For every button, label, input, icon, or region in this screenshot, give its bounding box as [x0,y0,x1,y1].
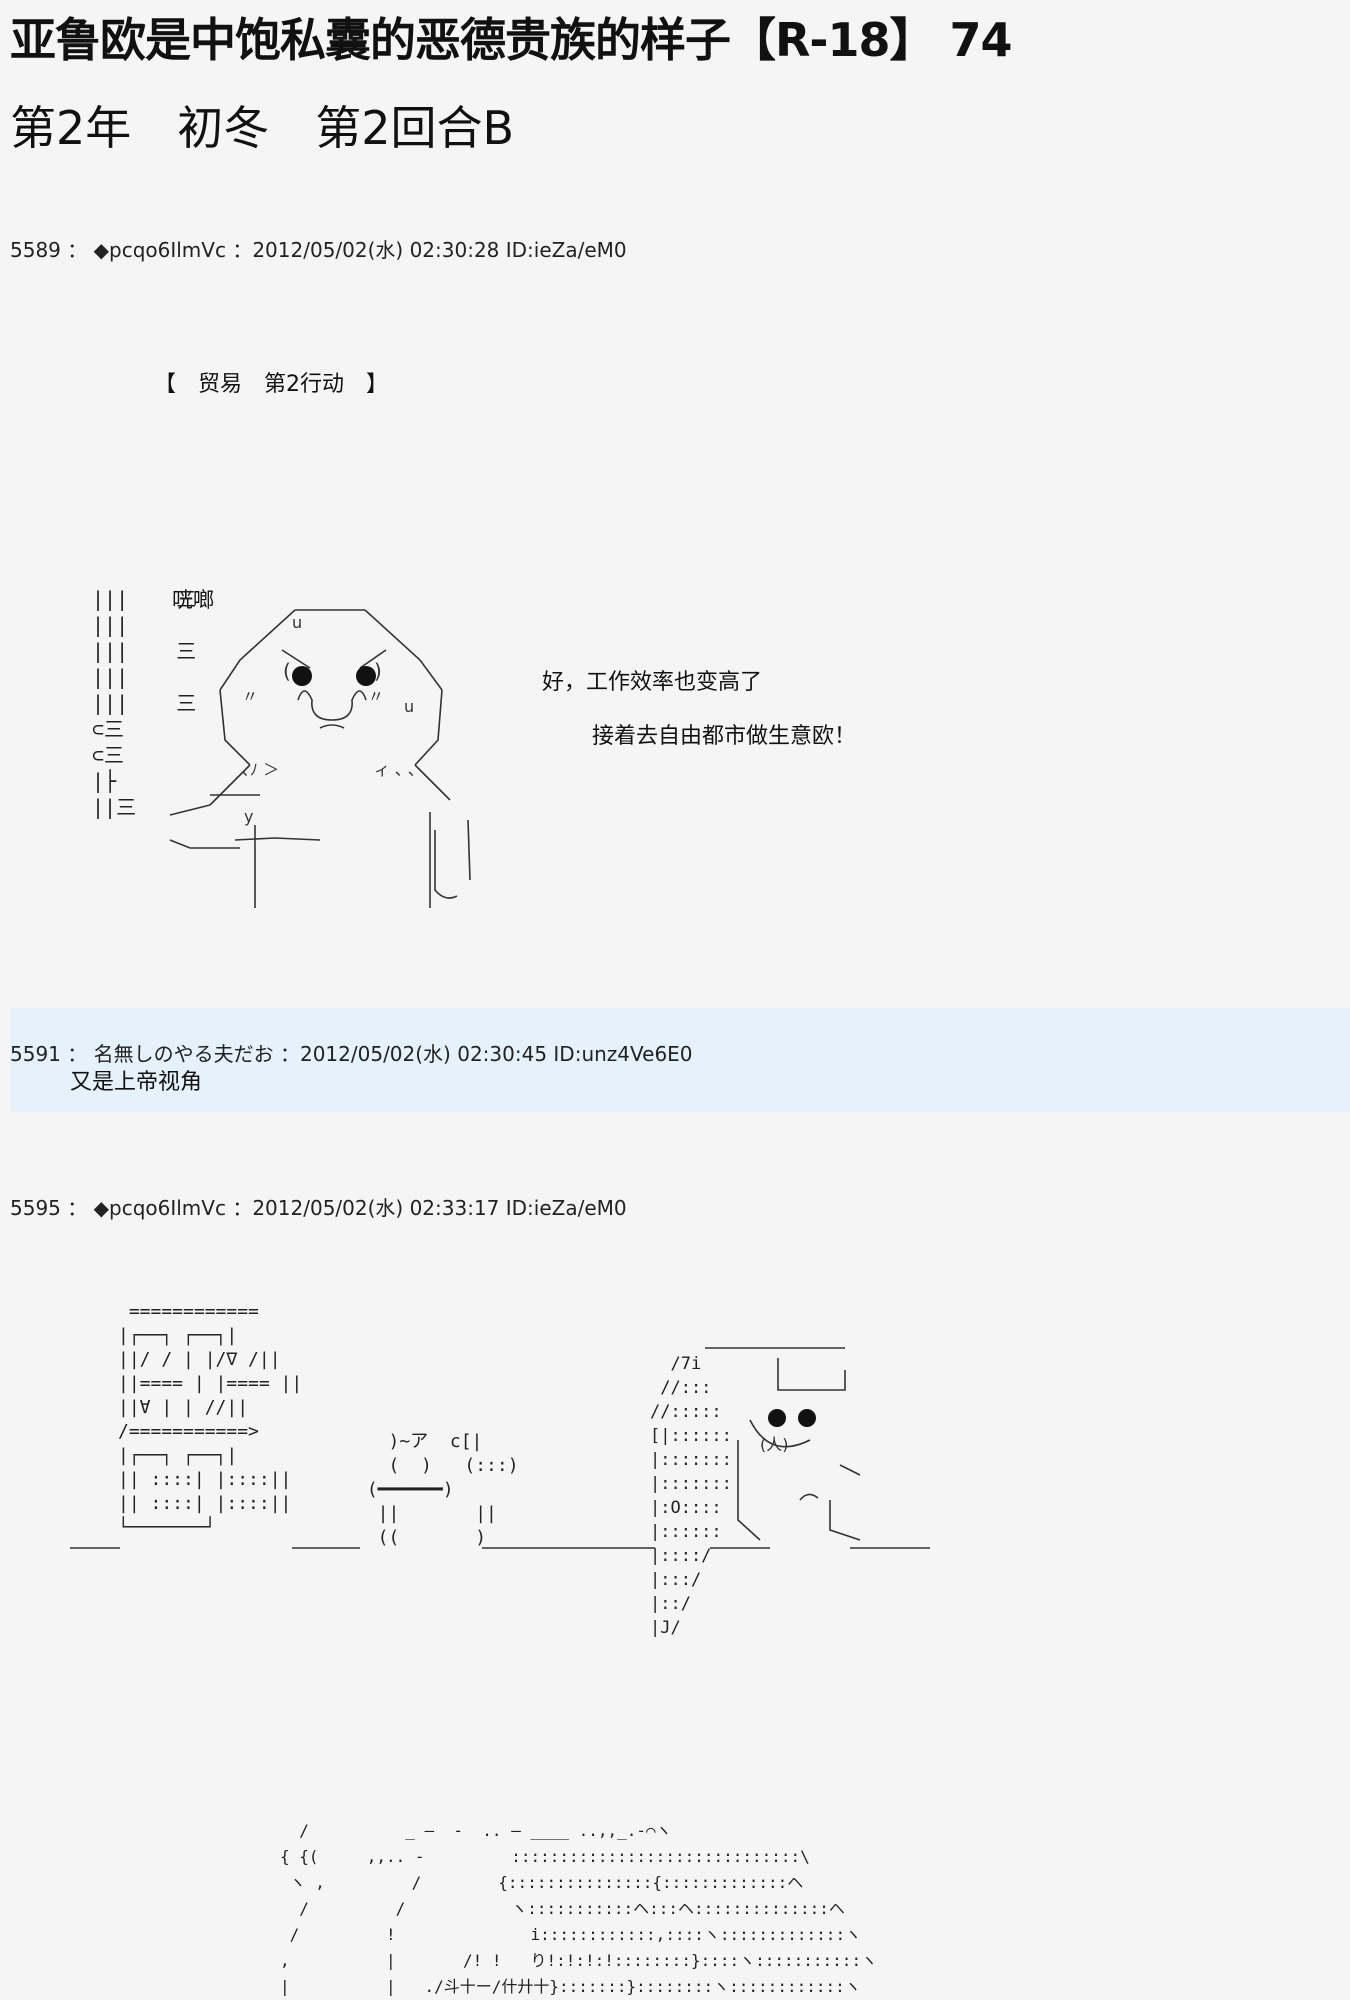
poster-name: ◆pcqo6IlmVc [93,238,226,262]
dialogue-line: 好，工作效率也变高了 [542,670,763,695]
poster-name: 名無しのやる夫だお [93,1042,274,1066]
reply-highlight [10,1008,1350,1112]
post-date-id: ：2012/05/02(水) 02:33:17 ID:ieZa/eM0 [232,1196,627,1220]
svg-text:､ﾉ ＞: ､ﾉ ＞ [242,760,279,779]
svg-text:): ) [374,659,382,683]
section-label: 【 贸易 第2行动 】 [154,372,388,397]
page-subtitle: 第2年 初冬 第2回合B [10,101,515,155]
svg-text:〃: 〃 [242,687,258,706]
post-header: 5595 ： ◆pcqo6IlmVc ：2012/05/02(水) 02:33:… [10,1192,627,1221]
reply-body: 又是上帝视角 [70,1070,203,1095]
dialogue-line: 接着去自由都市做生意欧！ [592,724,857,749]
svg-text:(人): (人) [760,1435,789,1454]
scene-2-lineart: (人) [70,1347,930,1549]
post-separator: ： [67,1196,88,1220]
post-date-id: ：2012/05/02(水) 02:30:28 ID:ieZa/eM0 [232,238,627,262]
ascii-art-cabinet: ============ |┌──┐ ┌──┐| ||/ / | |/∇ /||… [118,1301,303,1538]
svg-text:y: y [244,807,253,826]
character-art: u u ( ) 〃 〃 ､ﾉ ＞ ィ ､ ､ y [169,609,471,908]
post-number[interactable]: 5591 [10,1042,61,1066]
ascii-art-wall: /7i //::: //::::: [|:::::: |::::::: |:::… [650,1354,732,1638]
svg-text:u: u [404,697,414,716]
post-number[interactable]: 5595 [10,1196,61,1220]
post-date-id: ：2012/05/02(水) 02:30:45 ID:unz4Ve6E0 [279,1042,693,1066]
poster-name: ◆pcqo6IlmVc [93,1196,226,1220]
post-number[interactable]: 5589 [10,238,61,262]
ascii-art-creature: / _ — - .. — ____ ..,,_.-⌒ヽ { {( ,,.. - … [280,1821,878,1996]
ascii-art-shelf: )~ア c[| ( ) (:::) (━━━━━━) || || (( ) [366,1431,519,1548]
sound-effect: 咣啷 [172,588,214,612]
svg-text:(: ( [283,659,291,683]
post-header: 5591 ： 名無しのやる夫だお ：2012/05/02(水) 02:30:45… [10,1038,693,1067]
svg-text:〃: 〃 [368,687,384,706]
svg-text:ィ ､ ､: ィ ､ ､ [374,760,416,779]
post-separator: ： [67,238,88,262]
post-header: 5589 ： ◆pcqo6IlmVc ：2012/05/02(水) 02:30:… [10,234,627,263]
post-separator: ： [67,1042,88,1066]
svg-text:u: u [292,613,302,632]
ascii-art-door-frame: ||| 三 ||| ||| 三 ||| ||| 三 ⊂三 ⊂三 |├ ||三 [92,587,197,819]
page-title: 亚鲁欧是中饱私囊的恶德贵族的样子【R-18】 74 [10,13,1013,67]
